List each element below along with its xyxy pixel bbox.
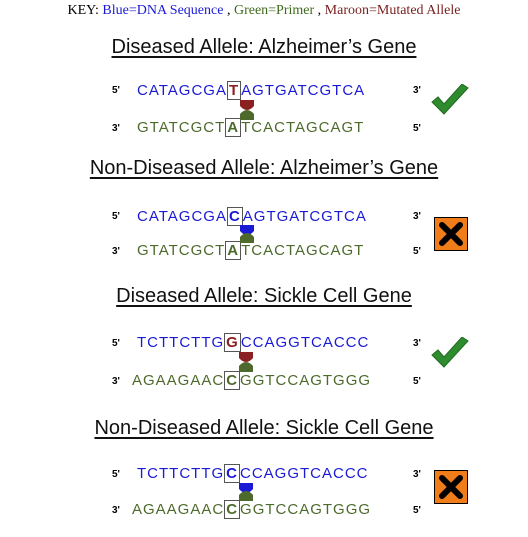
sequence-right: GGTCCAGTGGG <box>240 372 372 389</box>
primer-base: A <box>225 241 242 260</box>
three-prime-label: 3' <box>112 246 120 257</box>
five-prime-label: 5' <box>112 211 120 222</box>
section-non-diseased-sickle-cell: Non-Diseased Allele: Sickle Cell Gene 5'… <box>0 417 528 537</box>
sequence-left: AGAAGAAC <box>132 501 225 518</box>
normal-base: C <box>226 207 243 226</box>
three-prime-label: 3' <box>112 505 120 516</box>
mutated-base: G <box>224 333 241 352</box>
five-prime-label: 5' <box>413 246 421 257</box>
sequence-right: CCAGGTCACCC <box>240 334 370 351</box>
section-diseased-sickle-cell: Diseased Allele: Sickle Cell Gene 5' TCT… <box>0 285 528 405</box>
primer-base: C <box>224 500 241 519</box>
base-pair-marker <box>240 100 254 120</box>
normal-base: C <box>224 464 240 483</box>
three-prime-label: 3' <box>112 376 120 387</box>
five-prime-label: 5' <box>413 505 421 516</box>
key-mutated-allele: Maroon=Mutated Allele <box>324 3 461 18</box>
x-mark-icon <box>434 217 468 251</box>
section-title: Diseased Allele: Sickle Cell Gene <box>116 285 412 307</box>
sequence-left: GTATCGCT <box>137 242 226 259</box>
three-prime-label: 3' <box>413 85 421 96</box>
x-mark-icon <box>434 470 468 504</box>
five-prime-label: 5' <box>112 85 120 96</box>
five-prime-label: 5' <box>112 338 120 349</box>
checkmark-icon <box>431 337 469 368</box>
primer-base: A <box>225 118 242 137</box>
base-pair-marker <box>239 483 253 501</box>
key-separator: , <box>223 3 234 18</box>
five-prime-label: 5' <box>413 123 421 134</box>
sequence-left: CATAGCGA <box>137 208 227 225</box>
sequence-right: GGTCCAGTGGG <box>240 501 372 518</box>
mutated-base: T <box>226 81 242 100</box>
sequence-right: TCACTAGCAGT <box>241 119 365 136</box>
five-prime-label: 5' <box>413 376 421 387</box>
key-separator: , <box>314 3 325 18</box>
sequence-left: AGAAGAAC <box>132 372 225 389</box>
section-title: Diseased Allele: Alzheimer’s Gene <box>111 36 417 58</box>
three-prime-label: 3' <box>413 211 421 222</box>
section-title: Non-Diseased Allele: Alzheimer’s Gene <box>89 157 439 179</box>
section-non-diseased-alzheimers: Non-Diseased Allele: Alzheimer’s Gene 5'… <box>0 157 528 277</box>
key-prefix: KEY: <box>67 3 103 18</box>
checkmark-icon <box>431 84 469 115</box>
three-prime-label: 3' <box>413 338 421 349</box>
key-primer: Green=Primer <box>233 3 315 18</box>
base-pair-marker <box>240 225 254 243</box>
key-dna-sequence: Blue=DNA Sequence <box>102 3 224 18</box>
three-prime-label: 3' <box>112 123 120 134</box>
sequence-left: CATAGCGA <box>137 82 227 99</box>
sequence-right: AGTGATCGTCA <box>241 82 366 99</box>
sequence-right: TCACTAGCAGT <box>241 242 365 259</box>
sequence-right: AGTGATCGTCA <box>242 208 367 225</box>
five-prime-label: 5' <box>112 469 120 480</box>
sequence-left: TCTTCTTG <box>137 334 225 351</box>
sequence-left: GTATCGCT <box>137 119 226 136</box>
sequence-left: TCTTCTTG <box>137 465 225 482</box>
legend-key: KEY: Blue=DNA Sequence , Green=Primer , … <box>0 3 528 19</box>
three-prime-label: 3' <box>413 469 421 480</box>
section-title: Non-Diseased Allele: Sickle Cell Gene <box>94 417 434 439</box>
base-pair-marker <box>239 352 253 372</box>
section-diseased-alzheimers: Diseased Allele: Alzheimer’s Gene 5' CAT… <box>0 36 528 156</box>
sequence-right: CCAGGTCACCC <box>240 465 369 482</box>
primer-base: C <box>224 371 241 390</box>
